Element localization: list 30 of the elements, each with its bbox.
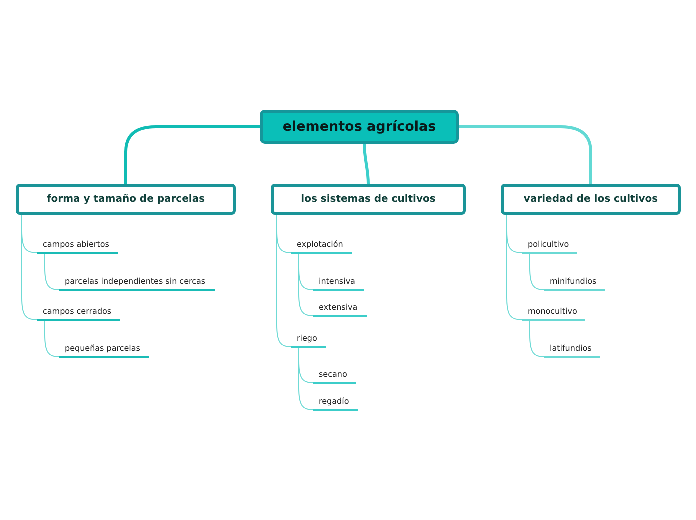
underlined-subtopic: minifundios <box>544 276 605 291</box>
connector-line <box>124 126 260 184</box>
underlined-subtopic: extensiva <box>313 302 367 317</box>
underlined-subtopic: campos abiertos <box>37 239 118 254</box>
topic-box: variedad de los cultivos <box>501 184 681 215</box>
underlined-subtopic: riego <box>291 333 326 348</box>
underlined-subtopic: campos cerrados <box>37 306 120 321</box>
connector-line <box>459 126 592 184</box>
connector-line <box>44 254 60 290</box>
connector-line <box>22 214 38 320</box>
topic-box: forma y tamaño de parcelas <box>16 184 236 215</box>
connector-line <box>530 254 544 290</box>
underlined-subtopic: explotación <box>291 239 352 254</box>
connector-line <box>506 214 522 320</box>
underlined-subtopic: regadío <box>313 396 358 411</box>
connector-line <box>530 320 544 358</box>
connector-line <box>363 144 370 184</box>
central-topic-box: elementos agrícolas <box>260 110 459 144</box>
connector-line <box>276 214 292 348</box>
underlined-subtopic: policultivo <box>522 239 577 254</box>
underlined-subtopic: pequeñas parcelas <box>59 343 149 358</box>
connector-line <box>298 254 314 316</box>
underlined-subtopic: secano <box>313 369 356 384</box>
underlined-subtopic: intensiva <box>313 276 364 291</box>
underlined-subtopic: latifundios <box>544 343 600 358</box>
topic-box: los sistemas de cultivos <box>271 184 466 215</box>
connector-line <box>298 348 314 410</box>
connector-line <box>44 320 60 358</box>
underlined-subtopic: monocultivo <box>522 306 585 321</box>
underlined-subtopic: parcelas independientes sin cercas <box>59 276 215 291</box>
